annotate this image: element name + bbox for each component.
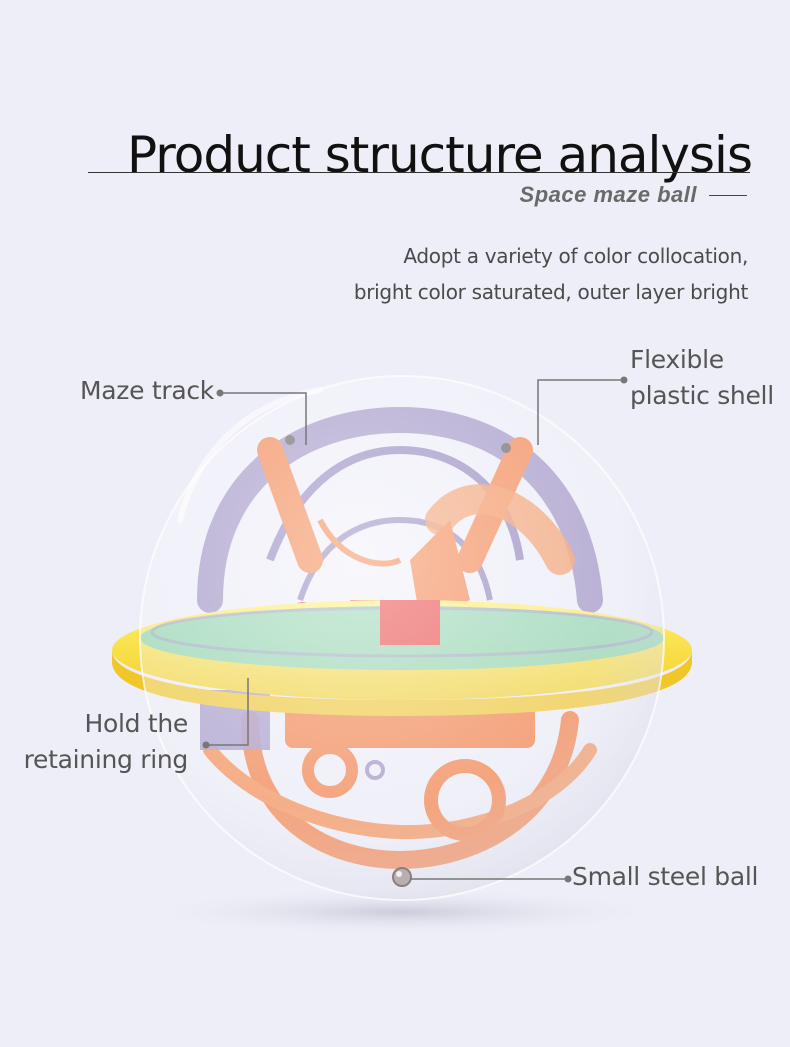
description-line: Adopt a variety of color collocation, [403,244,748,268]
ball-shadow [132,888,672,936]
callout-maze-track: Maze track [80,376,214,405]
callout-flexible-shell: Flexible plastic shell [630,342,774,414]
ring-line [206,678,249,746]
product-description: Adopt a variety of color collocation, br… [354,238,748,310]
description-line: bright color saturated, outer layer brig… [353,280,748,304]
maze-track-line [220,392,307,445]
title-divider [88,172,750,173]
product-subtitle: Space maze ball [519,182,697,207]
callout-retaining-ring: Hold the retaining ring [23,706,189,778]
page-title: Product structure analysis [127,125,753,184]
callout-line: Flexible [630,345,724,374]
callout-line: Hold the [84,709,189,738]
subtitle-dash [709,194,747,196]
callout-line: retaining ring [23,745,189,774]
shell-line [537,379,624,445]
callout-steel-ball: Small steel ball [572,862,759,891]
subtitle-row: Space maze ball [520,182,747,208]
callout-line: plastic shell [630,381,774,410]
plastic-shell [139,375,665,901]
